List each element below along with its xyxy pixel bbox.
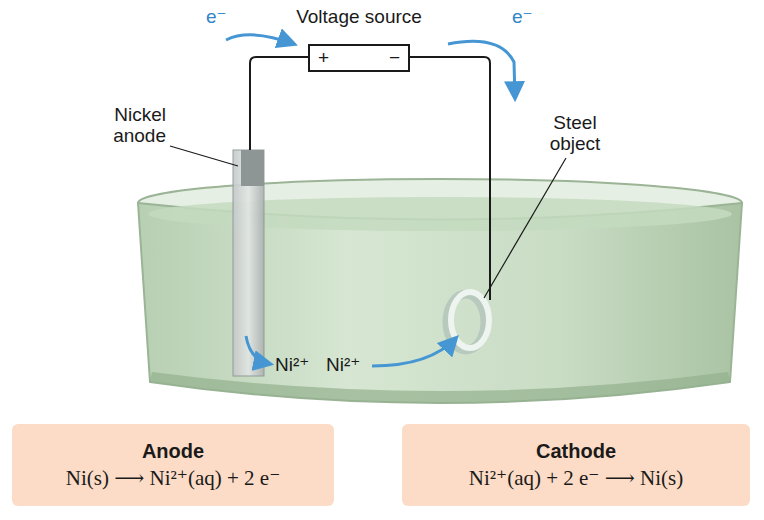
dish-bottom xyxy=(150,372,730,403)
electron-arrow xyxy=(226,35,294,44)
ion-label: Ni²⁺ xyxy=(326,354,360,375)
equation: Ni(s) ⟶ Ni²⁺(aq) + 2 e⁻ xyxy=(66,464,280,492)
leader-line xyxy=(484,158,566,298)
box-heading: Cathode xyxy=(536,438,616,464)
leader-line xyxy=(170,146,238,166)
ion-label: Ni²⁺ xyxy=(275,354,309,375)
part-label: Steel object xyxy=(534,112,616,154)
ion-arrow xyxy=(372,338,456,366)
wire xyxy=(250,57,308,150)
electron-arrow xyxy=(448,41,515,98)
component-title: Voltage source xyxy=(296,6,422,28)
dish-body xyxy=(138,203,742,403)
box-heading: Anode xyxy=(142,438,204,464)
voltage-source: Voltage source+− xyxy=(308,44,410,72)
half-reaction-box: CathodeNi²⁺(aq) + 2 e⁻ ⟶ Ni(s) xyxy=(402,424,750,506)
electron-label: e⁻ xyxy=(512,6,533,27)
ion-arrow xyxy=(246,336,270,364)
equation: Ni²⁺(aq) + 2 e⁻ ⟶ Ni(s) xyxy=(469,464,683,492)
part-label: Nickel anode xyxy=(84,104,166,146)
half-reaction-box: AnodeNi(s) ⟶ Ni²⁺(aq) + 2 e⁻ xyxy=(12,424,334,506)
terminal-sign: − xyxy=(389,48,400,68)
anode-top xyxy=(241,150,264,186)
wire xyxy=(410,57,490,300)
electron-label: e⁻ xyxy=(206,6,227,27)
terminal-sign: + xyxy=(318,48,329,68)
steel-object-face xyxy=(451,292,489,348)
